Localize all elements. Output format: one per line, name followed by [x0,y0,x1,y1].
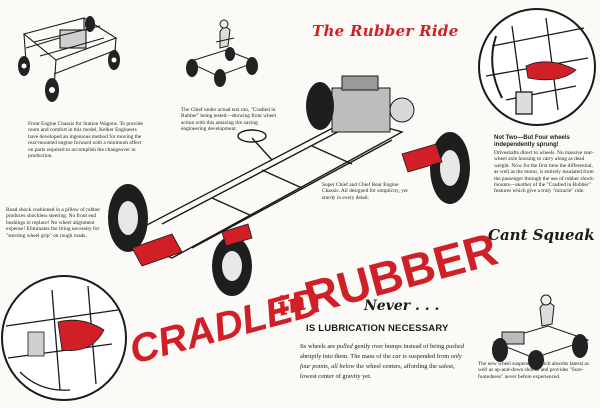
suspension-caption: The new wheel suspension which absorbs l… [478,361,589,380]
rear-engine-car-illustration [492,294,590,370]
script-title: The Rubber Ride [312,22,459,40]
main-headline: CRADLED in RUBBER [125,223,503,373]
rear-wheels-caption-heading: Not Two—But Four wheels independently sp… [494,135,570,148]
cant-squeak-text: Cant Squeak [488,226,595,244]
lubrication-text: IS LUBRICATION NECESSARY [306,323,449,334]
chief-test-caption: The Chief under actual test run, "Cradle… [181,107,277,133]
rear-wheels-caption: Driveshafts direct to wheels. No massive… [494,150,595,195]
body-copy: Its wheels are pulled gently over bumps … [300,343,465,380]
never-text: Never . . . [364,298,440,314]
main-chassis-illustration [108,75,470,296]
engine-chassis-caption: Front Engine Chassis for Station Wagons.… [28,121,143,160]
front-suspension-inset [1,275,127,401]
chief-test-run-illustration [186,19,258,87]
super-chief-caption: Super Chief and Chief Rear Engine Chassi… [322,182,408,201]
road-shock-caption: Road shock cushioned in a pillow of rubb… [6,207,101,239]
engine-chassis-illustration [18,16,120,102]
rear-suspension-inset [478,8,596,126]
